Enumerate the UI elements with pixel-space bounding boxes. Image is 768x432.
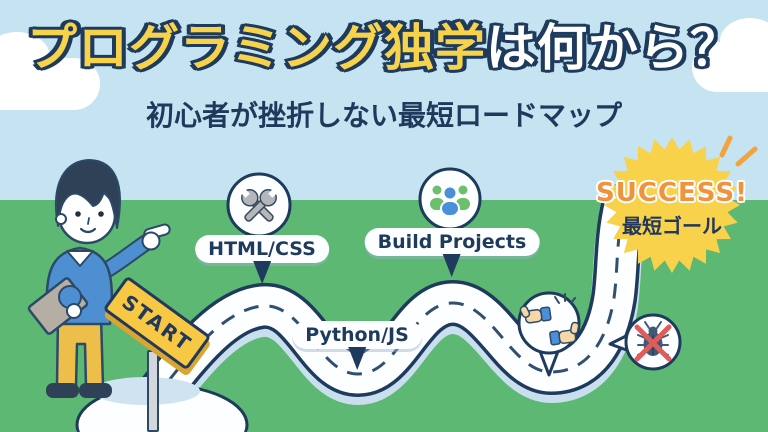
milestone-label-text: Build Projects xyxy=(377,231,527,253)
milestone-tools xyxy=(226,172,292,238)
checkpoint-likes xyxy=(517,291,581,377)
thumbs-up-icon xyxy=(519,293,580,346)
winding-road xyxy=(96,183,648,432)
crossed-wrenches-icon xyxy=(239,187,279,222)
goal-badge xyxy=(604,135,758,273)
milestone-team xyxy=(418,167,482,231)
page-title: プログラミング独学は何から？ xyxy=(0,19,768,78)
pointer-tail xyxy=(443,254,461,277)
person-pointing xyxy=(27,159,171,398)
road-center-dashes xyxy=(124,205,626,432)
cloud-icon xyxy=(692,18,768,92)
bug-crossed-out-icon xyxy=(634,321,672,362)
goal-badge-subtitle: 最短ゴール xyxy=(622,214,722,238)
start-sign-post xyxy=(147,350,159,432)
milestone-label-python-js: Python/JS xyxy=(292,321,422,370)
sparkle-lines xyxy=(719,135,758,167)
team-icon xyxy=(428,183,472,217)
title-rest: は何から？ xyxy=(486,19,741,77)
title-highlight: プログラミング独学 xyxy=(27,19,486,77)
goal-badge-title: SUCCESS! xyxy=(596,178,748,208)
road-start-ground xyxy=(75,377,249,432)
page-subtitle: 初心者が挫折しない最短ロードマップ xyxy=(145,99,622,132)
cloud-icon xyxy=(0,32,100,110)
milestone-label-build-projects: Build Projects xyxy=(364,228,540,277)
pointer-tail xyxy=(347,347,366,370)
success-starburst xyxy=(604,137,740,273)
pointer-tail xyxy=(252,261,271,284)
milestone-label-text: Python/JS xyxy=(305,324,409,346)
checkpoint-no-bugs xyxy=(608,313,682,371)
sparkle-lines xyxy=(554,293,576,304)
milestone-label-text: HTML/CSS xyxy=(208,238,316,260)
milestone-label-html-css: HTML/CSS xyxy=(195,235,329,284)
goal-badge-text: SUCCESS! 最短ゴール xyxy=(592,178,752,239)
